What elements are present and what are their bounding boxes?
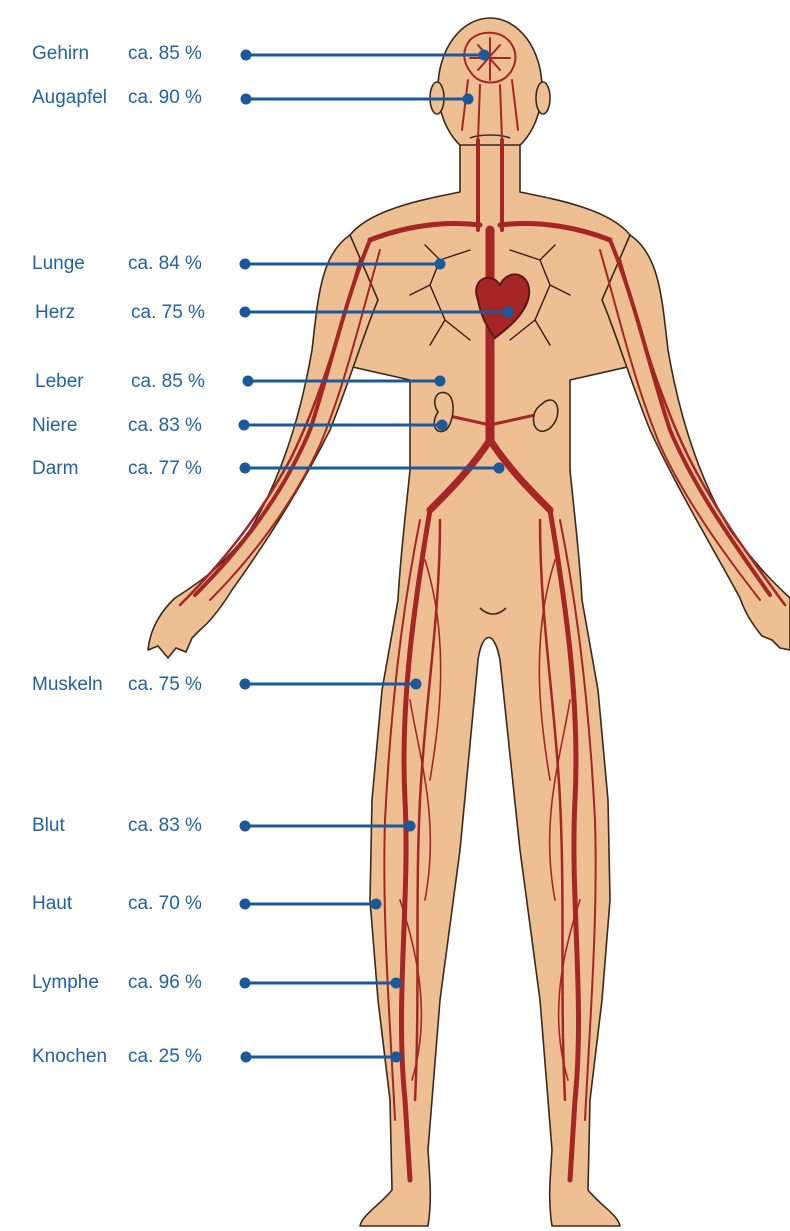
organ-name: Niere bbox=[32, 414, 77, 438]
organ-name: Lunge bbox=[32, 252, 85, 276]
water-percentage: ca. 96 % bbox=[128, 971, 202, 995]
label-darm: Darm ca. 77 % bbox=[32, 457, 232, 481]
water-percentage: ca. 83 % bbox=[128, 414, 202, 438]
label-knochen: Knochen ca. 25 % bbox=[32, 1045, 232, 1069]
water-percentage: ca. 90 % bbox=[128, 86, 202, 110]
organ-name: Blut bbox=[32, 814, 65, 838]
organ-name: Darm bbox=[32, 457, 78, 481]
water-percentage: ca. 75 % bbox=[128, 673, 202, 697]
water-percentage: ca. 85 % bbox=[128, 42, 202, 66]
organ-name: Augapfel bbox=[32, 86, 107, 110]
organ-name: Gehirn bbox=[32, 42, 89, 66]
water-percentage: ca. 84 % bbox=[128, 252, 202, 276]
organ-name: Haut bbox=[32, 892, 72, 916]
label-blut: Blut ca. 83 % bbox=[32, 814, 232, 838]
label-leber: Leber ca. 85 % bbox=[32, 370, 232, 394]
label-lymphe: Lymphe ca. 96 % bbox=[32, 971, 232, 995]
label-niere: Niere ca. 83 % bbox=[32, 414, 232, 438]
water-percentage: ca. 85 % bbox=[131, 370, 205, 394]
label-gehirn: Gehirn ca. 85 % bbox=[32, 42, 232, 66]
organ-name: Leber bbox=[35, 370, 84, 394]
water-percentage: ca. 83 % bbox=[128, 814, 202, 838]
label-herz: Herz ca. 75 % bbox=[32, 301, 232, 325]
label-haut: Haut ca. 70 % bbox=[32, 892, 232, 916]
label-augapfel: Augapfel ca. 90 % bbox=[32, 86, 232, 110]
water-percentage: ca. 77 % bbox=[128, 457, 202, 481]
organ-name: Knochen bbox=[32, 1045, 107, 1069]
water-percentage: ca. 70 % bbox=[128, 892, 202, 916]
water-percentage: ca. 25 % bbox=[128, 1045, 202, 1069]
organ-name: Herz bbox=[35, 301, 75, 325]
label-muskeln: Muskeln ca. 75 % bbox=[32, 673, 232, 697]
label-lunge: Lunge ca. 84 % bbox=[32, 252, 232, 276]
organ-name: Lymphe bbox=[32, 971, 99, 995]
water-percentage: ca. 75 % bbox=[131, 301, 205, 325]
organ-name: Muskeln bbox=[32, 673, 103, 697]
